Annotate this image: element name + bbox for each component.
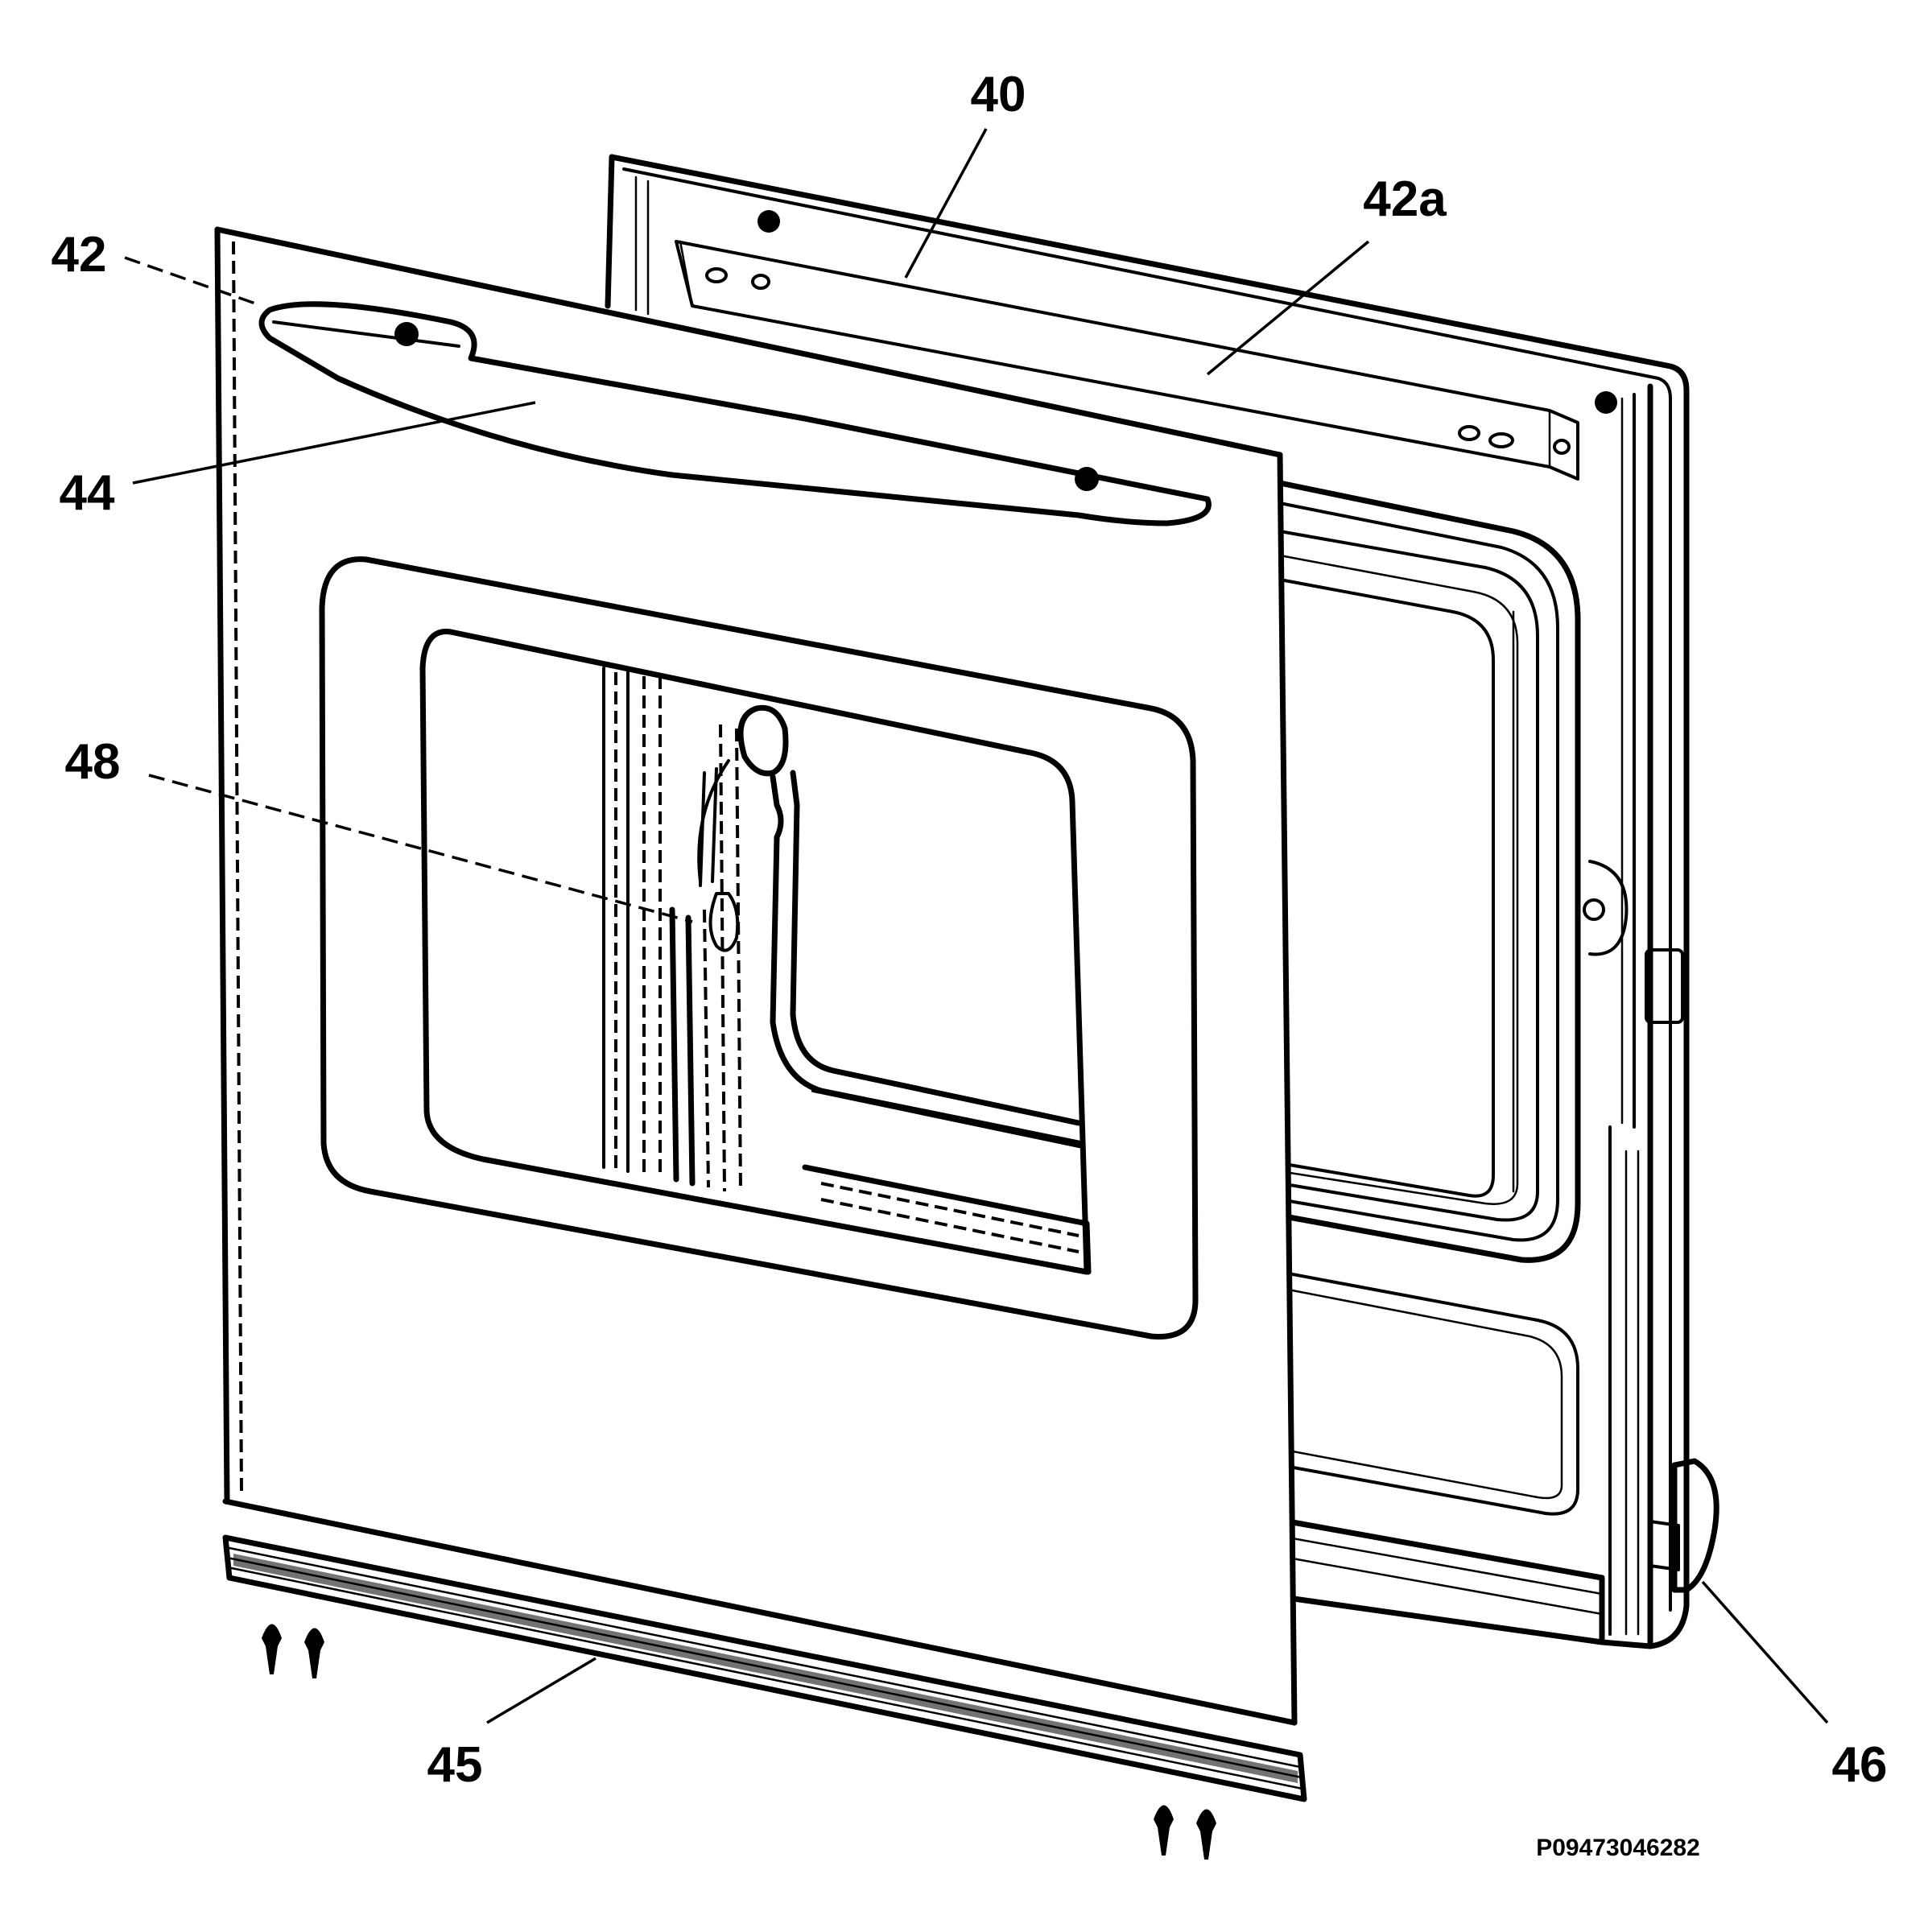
rear-door-frame [605, 154, 1719, 1649]
screw-pair-left [262, 1624, 324, 1678]
label-42a: 42a [1363, 171, 1447, 227]
screw-pair-right [1154, 1805, 1216, 1860]
label-48: 48 [65, 734, 121, 790]
inner-glass-frame [1277, 480, 1605, 1645]
label-45: 45 [427, 1737, 483, 1793]
outer-door-panel [214, 226, 1298, 1726]
label-40: 40 [971, 67, 1026, 122]
label-42: 42 [52, 227, 107, 283]
bottom-trim-strip [222, 1534, 1307, 1802]
label-46: 46 [1832, 1737, 1888, 1793]
drawing-code: P09473046282 [1536, 1835, 1700, 1861]
label-44: 44 [60, 465, 115, 521]
leader-lines [124, 128, 1829, 1724]
